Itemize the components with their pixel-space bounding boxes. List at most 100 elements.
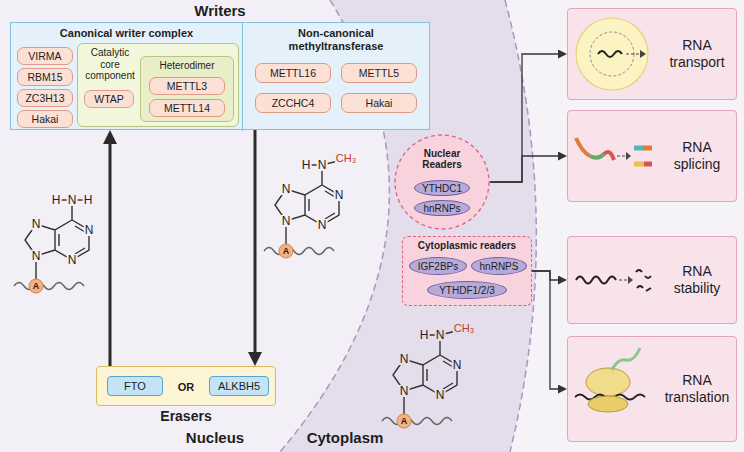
protein-name: IGF2BPs [418,261,459,272]
protein-name: YTHDF1/2/3 [439,285,495,296]
reader-protein: hnRNPS [471,257,527,275]
group-heading: Writers [11,2,429,20]
outcome-box: RNA splicing [567,110,737,202]
atom-label: H [301,159,312,171]
atom-label: N [31,218,42,230]
group-heading: Nuclear Readers [412,148,472,170]
writer-protein: VIRMA [17,47,73,65]
atom-label: N [435,389,446,401]
writer-protein: Hakai [17,110,73,128]
writer-protein: METTL14 [149,99,225,117]
protein-name: VIRMA [28,50,61,62]
atom-label: N [31,250,42,262]
outcome-label: RNA splicing [660,139,734,173]
group-heading: Non-canonical methyltransferase [266,23,406,52]
atom-label: H [51,194,62,206]
adenosine-structures [14,159,464,425]
region-label: Cytoplasm [306,430,385,445]
group-heading: Erasers [97,408,275,425]
protein-name: hnRNPs [423,203,460,214]
splicing-icon [576,138,652,164]
protein-name: hnRNPS [480,261,519,272]
reader-protein: YTHDC1 [414,180,470,196]
group-heading: Catalytic core component [80,47,140,82]
eraser-protein: ALKBH5 [209,376,269,396]
atom-label: N [399,385,410,397]
region-label: Nucleus [185,430,245,445]
outcome-label: RNA transport [660,37,734,71]
ribose-label: A [282,247,291,256]
transport-icon [576,18,648,90]
outcome-box: RNA transport [567,8,737,100]
group-heading: Canonical writer complex [11,23,242,40]
cytoplasmic-readers: Cytoplasmic readersIGF2BPs hnRNPS YTHDF1/2… [402,236,532,306]
writer-protein: WTAP [84,90,134,108]
decay-icon [576,270,651,291]
connector-arrow [532,271,563,280]
protein-name: ZCCHC4 [272,97,315,109]
ribose-label: A [400,417,409,426]
reader-protein: YTHDF1/2/3 [427,281,507,299]
methyl-label: CH₃ [453,323,475,334]
atom-label: N [452,359,463,371]
nuclear-readers: Nuclear ReadersYTHDC1 hnRNPs [394,134,490,230]
connector-arrow [532,271,563,389]
protein-name: ALKBH5 [218,380,260,392]
writer-protein: METTL16 [255,63,331,83]
reader-protein: IGF2BPs [409,257,467,275]
group-heading: Cytoplasmic readers [403,237,531,251]
cell-membrane [505,0,536,452]
protein-name: METTL14 [164,102,210,114]
protein-name: METTL5 [359,67,399,79]
outcome-grounds [567,8,737,442]
outcome-label: RNA translation [660,372,734,406]
catalytic-core: Catalytic core componentWTAP HeterodimerM… [77,43,239,127]
atom-label: N [84,224,95,236]
outcome-box: RNA translation [567,336,737,442]
protein-name: FTO [124,380,146,392]
connector-word: OR [177,382,196,393]
heterodimer-box: HeterodimerMETTL3METTL14 [140,56,234,122]
writer-protein: Hakai [341,93,417,113]
connector-arrow [109,136,112,366]
protein-name: Hakai [366,97,393,109]
writer-protein: METTL5 [341,63,417,83]
atom-label: N [67,254,78,266]
eraser-protein: FTO [107,376,163,396]
connector-arrow [490,156,563,182]
atom-label: H [419,329,430,341]
protein-name: METTL3 [167,80,207,92]
connector-arrow [254,130,257,360]
writer-protein: RBM15 [17,68,73,86]
outcome-label: RNA stability [660,263,734,297]
reader-protein: hnRNPs [414,200,470,216]
protein-name: ZC3H13 [25,92,64,104]
writer-protein: ZCCHC4 [255,93,331,113]
methyl-label: CH₃ [335,153,357,164]
atom-label: H [83,194,94,206]
protein-name: YTHDC1 [422,183,462,194]
writer-protein: ZC3H13 [17,89,73,107]
noncanonical-group: Non-canonical methyltransferaseMETTL16 ME… [243,23,429,129]
protein-name: Hakai [32,113,59,125]
outcome-box: RNA stability [567,236,737,324]
atom-label: N [334,189,345,201]
atom-label: N [281,183,292,195]
atom-label: N [67,194,78,206]
atom-label: N [399,353,410,365]
atom-label: N [435,329,446,341]
protein-name: RBM15 [27,71,62,83]
group-heading: Heterodimer [141,57,233,71]
connector-arrow [490,54,563,182]
protein-name: WTAP [94,93,124,105]
ribose-dots [29,244,411,428]
writer-protein: METTL3 [149,77,225,95]
ribose-label: A [32,282,41,291]
atom-label: N [317,219,328,231]
ribosome-icon [575,348,645,412]
atom-label: N [281,215,292,227]
writers-panel: WritersCanonical writer complexVIRMARBM1… [10,22,430,130]
canonical-complex: Canonical writer complexVIRMA RBM15ZC3H13… [11,23,243,131]
protein-name: METTL16 [270,67,316,79]
